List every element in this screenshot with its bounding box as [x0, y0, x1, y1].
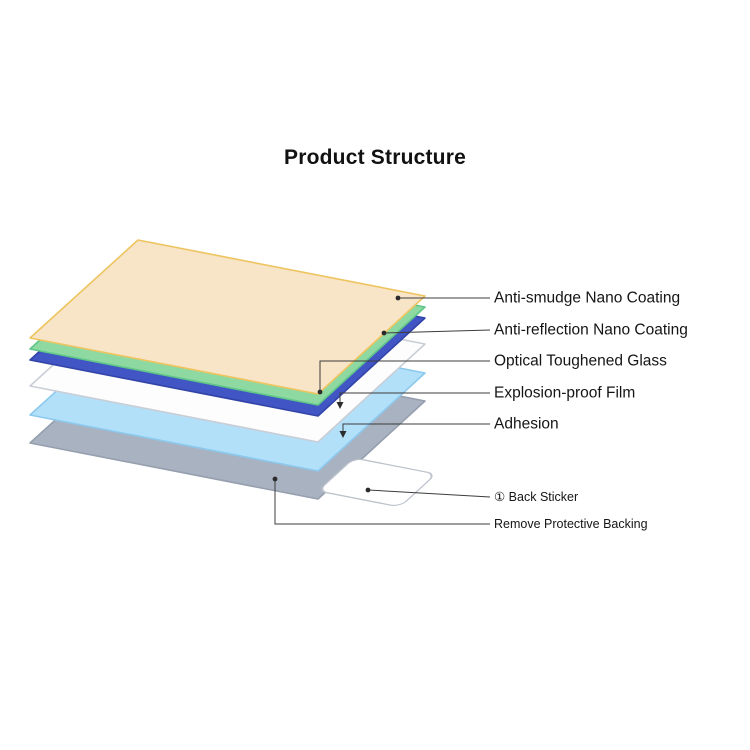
callout-label-film: Explosion-proof Film: [494, 384, 636, 402]
dot-glass: [317, 389, 323, 395]
callout-label-anti-reflection: Anti-reflection Nano Coating: [494, 321, 688, 339]
callout-markers: [272, 295, 401, 493]
dot-backing: [272, 476, 278, 482]
arrow-film-icon: [336, 402, 344, 409]
leader-backing: [274, 481, 490, 525]
dot-anti-smudge: [395, 295, 401, 301]
layer-anti-smudge-nano-coating: [29, 239, 426, 395]
back-sticker: [321, 458, 433, 507]
callout-label-back-sticker: ① Back Sticker: [494, 489, 579, 504]
dot-back-sticker: [365, 487, 371, 493]
leader-back-sticker: [367, 489, 491, 498]
arrow-adhesion-icon: [339, 431, 347, 438]
page-title: Product Structure: [284, 146, 466, 169]
leader-film: [339, 392, 490, 402]
callout-lines: [274, 297, 491, 525]
layer-stack: [29, 239, 426, 500]
leader-anti-reflection: [383, 329, 491, 334]
callout-label-glass: Optical Toughened Glass: [494, 352, 667, 370]
callout-label-anti-smudge: Anti-smudge Nano Coating: [494, 289, 681, 307]
back-sticker-shape: [321, 458, 433, 507]
callout-label-adhesion: Adhesion: [494, 415, 559, 433]
leader-adhesion: [342, 423, 490, 431]
dot-anti-reflection: [381, 330, 387, 336]
callout-label-backing: Remove Protective Backing: [494, 516, 648, 531]
leader-glass: [319, 360, 490, 390]
